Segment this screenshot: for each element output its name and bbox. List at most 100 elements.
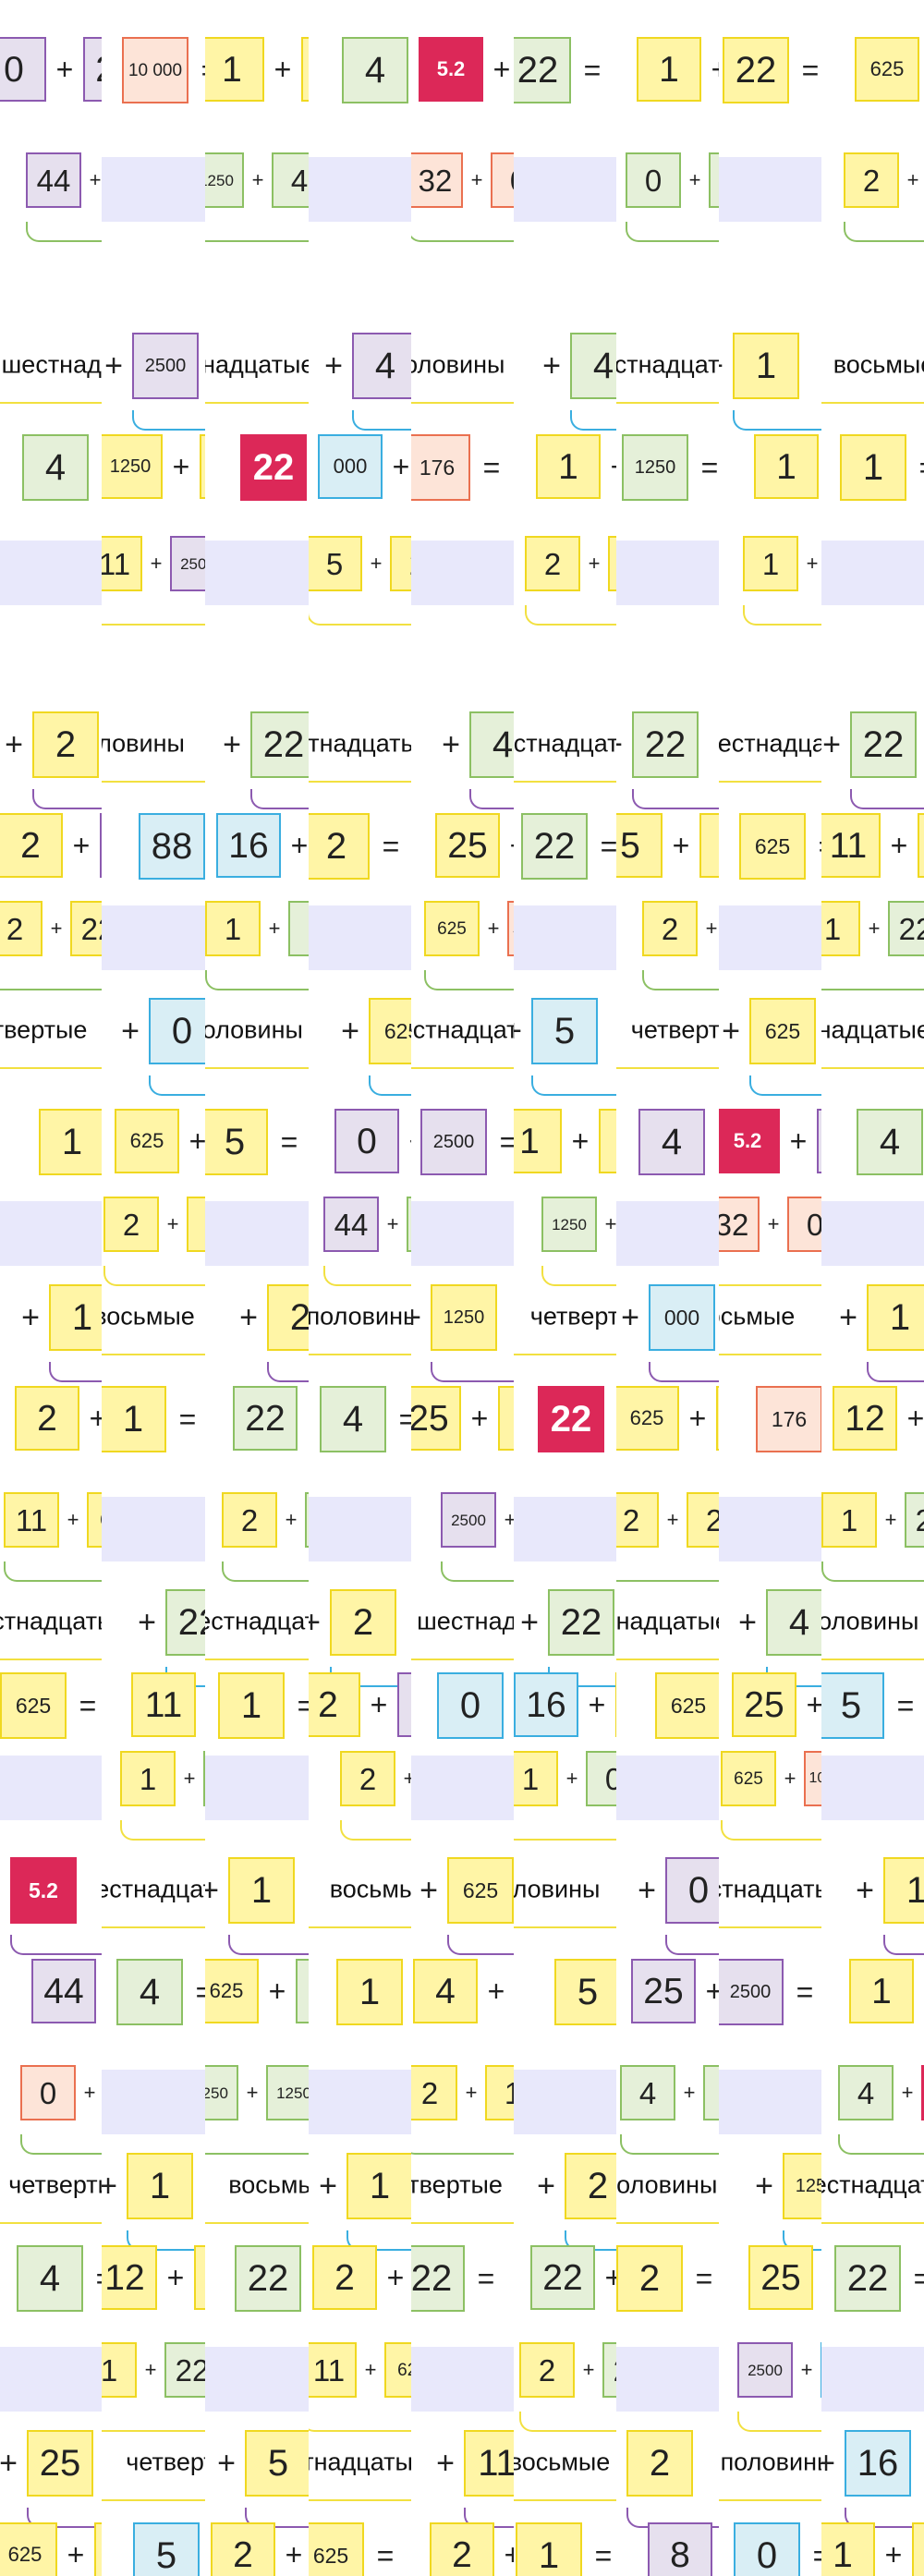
- number-tile: 11: [131, 1672, 196, 1737]
- plus-sign: +: [223, 727, 241, 762]
- grouping-brace: [620, 2134, 719, 2155]
- number-tile: 16: [514, 1672, 578, 1737]
- number-tile: 5: [205, 1109, 268, 1175]
- equals-sign: =: [819, 832, 821, 861]
- grouping-brace: [642, 970, 719, 990]
- plus-sign: +: [251, 168, 264, 191]
- number-tile: 1250: [541, 1197, 597, 1252]
- plus-sign: +: [308, 1403, 309, 1433]
- number-tile: 1: [514, 1751, 558, 1806]
- grouping-line: [411, 1659, 514, 1660]
- fraction-word: шестнадцатые: [821, 1015, 924, 1044]
- number-tile: 1: [102, 2342, 137, 2398]
- decimal-badge: 5.2: [10, 1857, 77, 1924]
- placeholder-box: [616, 1201, 719, 1266]
- placeholder-box: [102, 157, 205, 222]
- plus-sign: +: [5, 727, 23, 762]
- number-tile: 4: [838, 2065, 894, 2120]
- fraction-word: шестнадцатые: [205, 1607, 309, 1635]
- fraction-word: шестнадцатые: [719, 729, 821, 758]
- fraction-word: восьмые: [228, 2170, 309, 2199]
- number-tile: 22: [905, 1492, 924, 1548]
- number-tile: 22: [850, 711, 917, 778]
- number-tile: 2: [330, 1589, 396, 1656]
- equals-sign: =: [896, 1689, 915, 1722]
- number-tile: 12: [833, 1386, 897, 1451]
- number-tile: 625: [447, 1857, 514, 1924]
- grouping-brace: [411, 222, 514, 242]
- number-tile: 1: [127, 2153, 193, 2219]
- plus-sign: +: [436, 2446, 455, 2481]
- number-tile: 5: [616, 813, 663, 878]
- number-tile: 4: [17, 2245, 83, 2312]
- decimal-badge: 5.2: [419, 37, 483, 102]
- grouping-brace: [570, 410, 616, 431]
- equals-sign: =: [600, 830, 616, 863]
- placeholder-box: [411, 541, 514, 605]
- placeholder-box: [821, 1201, 924, 1266]
- grouping-line: [821, 2222, 924, 2224]
- number-tile: 12: [102, 2245, 157, 2310]
- plus-sign: +: [884, 2538, 903, 2571]
- grouping-brace: [665, 1935, 719, 1955]
- grouping-brace: [519, 2412, 616, 2432]
- plus-sign: +: [285, 1508, 298, 1531]
- number-tile: 2: [616, 2245, 683, 2312]
- plus-sign: +: [806, 1688, 821, 1721]
- number-tile: 88: [139, 813, 205, 880]
- number-tile: 1: [205, 37, 264, 102]
- plus-sign: +: [67, 2538, 85, 2571]
- number-tile: 000: [318, 434, 383, 499]
- number-tile: 4: [413, 1959, 478, 2023]
- grouping-brace: [626, 222, 719, 242]
- fraction-word: четверти: [8, 2170, 102, 2199]
- number-tile: 0: [296, 1959, 309, 2023]
- number-tile: 22: [514, 37, 571, 103]
- fraction-word: половины: [411, 350, 505, 379]
- number-tile: 16: [216, 813, 281, 878]
- plus-sign: +: [616, 729, 623, 760]
- placeholder-box: [309, 157, 411, 222]
- number-tile: 1: [608, 536, 616, 591]
- plus-sign: +: [403, 1767, 411, 1790]
- placeholder-box: [0, 1201, 102, 1266]
- plus-sign: +: [588, 552, 601, 575]
- number-tile: 22: [305, 1492, 309, 1548]
- number-tile: 625: [749, 998, 816, 1064]
- grouping-brace: [838, 2134, 924, 2155]
- column-strip: 22=+11+21+11шестнадцатые625=+6255.2+4432…: [719, 0, 821, 2576]
- grouping-line: [411, 402, 514, 404]
- grouping-brace: [26, 222, 102, 242]
- number-tile: 10 000: [507, 901, 514, 956]
- grouping-brace: [844, 222, 924, 242]
- grouping-brace: [749, 1075, 821, 1096]
- grouping-brace: [531, 1075, 616, 1096]
- grouping-brace: [132, 410, 205, 431]
- number-tile: 22: [530, 2245, 595, 2310]
- number-tile: 8: [100, 813, 102, 878]
- number-tile: 625: [87, 1492, 102, 1548]
- grouping-line: [719, 1354, 821, 1355]
- fraction-word: четверти: [630, 1015, 719, 1044]
- number-tile: 4: [766, 1589, 821, 1656]
- number-tile: 22: [233, 1386, 298, 1451]
- plus-sign: +: [268, 1975, 286, 2008]
- grouping-brace: [267, 1362, 309, 1382]
- plus-sign: +: [582, 2358, 595, 2381]
- grouping-line: [102, 1354, 205, 1355]
- placeholder-box: [719, 2070, 821, 2134]
- placeholder-box: [0, 2347, 102, 2412]
- placeholder-box: [616, 1756, 719, 1820]
- number-tile: 0: [586, 1751, 616, 1806]
- grouping-line: [719, 781, 821, 783]
- plus-sign: +: [542, 348, 561, 383]
- plus-sign: +: [102, 2169, 117, 2204]
- equals-sign: =: [695, 2262, 713, 2295]
- plus-sign: +: [839, 1300, 857, 1335]
- number-tile: 1250: [102, 434, 163, 499]
- column-strip: 5.2+4432+0половины176=+425+625625+10 000…: [411, 0, 514, 2576]
- plus-sign: +: [520, 1605, 539, 1640]
- number-tile: 4: [116, 1959, 183, 2025]
- grouping-line: [514, 2499, 616, 2501]
- plus-sign: +: [246, 2081, 259, 2104]
